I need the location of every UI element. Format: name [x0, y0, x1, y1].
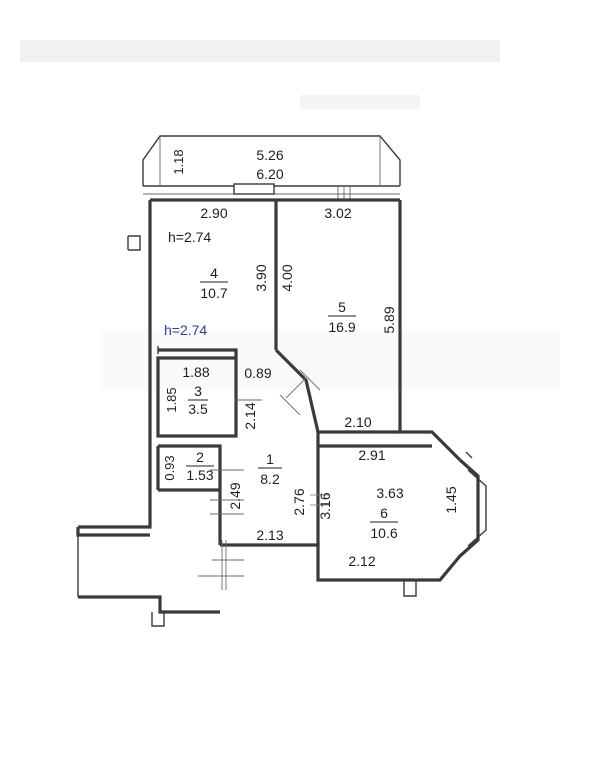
- dim-room4-width: 2.90: [200, 205, 227, 221]
- window-marks: [337, 186, 351, 200]
- room-number: 5: [338, 299, 346, 315]
- dim-room4-length: 3.90: [253, 264, 269, 291]
- dim-hall-right: 2.76: [291, 488, 307, 515]
- balcony-window: [233, 183, 275, 195]
- room-area: 1.53: [186, 467, 213, 483]
- dim-balcony-inner: 5.26: [256, 147, 283, 163]
- room-number: 1: [266, 451, 274, 467]
- dim-hall-upper: 2.14: [242, 402, 258, 429]
- room-label-2: 2 1.53: [186, 449, 214, 483]
- exterior-walls: [76, 198, 487, 614]
- dim-room6-top: 2.91: [358, 447, 385, 463]
- dim-room3-height: 1.85: [164, 387, 179, 412]
- dim-room6-left: 3.16: [317, 492, 333, 519]
- dim-room3-width: 1.88: [182, 364, 209, 380]
- ceiling-height-blue: h=2.74: [164, 322, 207, 338]
- room-number: 2: [196, 449, 204, 465]
- dim-bay-window: 1.45: [443, 486, 459, 513]
- dim-diag: 0.89: [244, 365, 271, 381]
- dim-room6-length: 3.63: [376, 485, 403, 501]
- room-number: 6: [380, 505, 388, 521]
- room-area: 16.9: [328, 319, 355, 335]
- room-label-4: 4 10.7: [200, 265, 228, 301]
- dim-room2-height: 0.93: [162, 455, 177, 480]
- ceiling-height-main: h=2.74: [168, 229, 211, 245]
- dim-hall-left: 2.49: [227, 482, 243, 509]
- wall-stubs: [127, 235, 473, 627]
- dim-balcony-height: 1.18: [171, 149, 186, 174]
- dim-hall-bottom: 2.13: [256, 527, 283, 543]
- dim-room5-bottom: 2.10: [344, 414, 371, 430]
- room-number: 3: [194, 383, 202, 399]
- room-label-6: 6 10.6: [370, 505, 398, 541]
- room-label-5: 5 16.9: [328, 299, 356, 335]
- room-area: 8.2: [260, 471, 280, 487]
- room-area: 10.7: [200, 285, 227, 301]
- room-area: 3.5: [188, 401, 208, 417]
- room-label-1: 1 8.2: [258, 451, 282, 487]
- dimension-labels: 1.18 5.26 6.20 2.90 3.02 3.90 4.00 5.89 …: [162, 147, 459, 569]
- room-area: 10.6: [370, 525, 397, 541]
- room-number: 4: [210, 265, 218, 281]
- interior-walls: [156, 200, 432, 545]
- dim-room5-right: 5.89: [381, 306, 397, 333]
- room-label-3: 3 3.5: [188, 383, 208, 417]
- dim-room5-top: 3.02: [324, 205, 351, 221]
- scan-watermark: [20, 40, 560, 390]
- dim-balcony-outer: 6.20: [256, 166, 283, 182]
- door-openings: [198, 369, 330, 590]
- dim-room5-left: 4.00: [279, 264, 295, 291]
- dim-room6-bottom: 2.12: [348, 553, 375, 569]
